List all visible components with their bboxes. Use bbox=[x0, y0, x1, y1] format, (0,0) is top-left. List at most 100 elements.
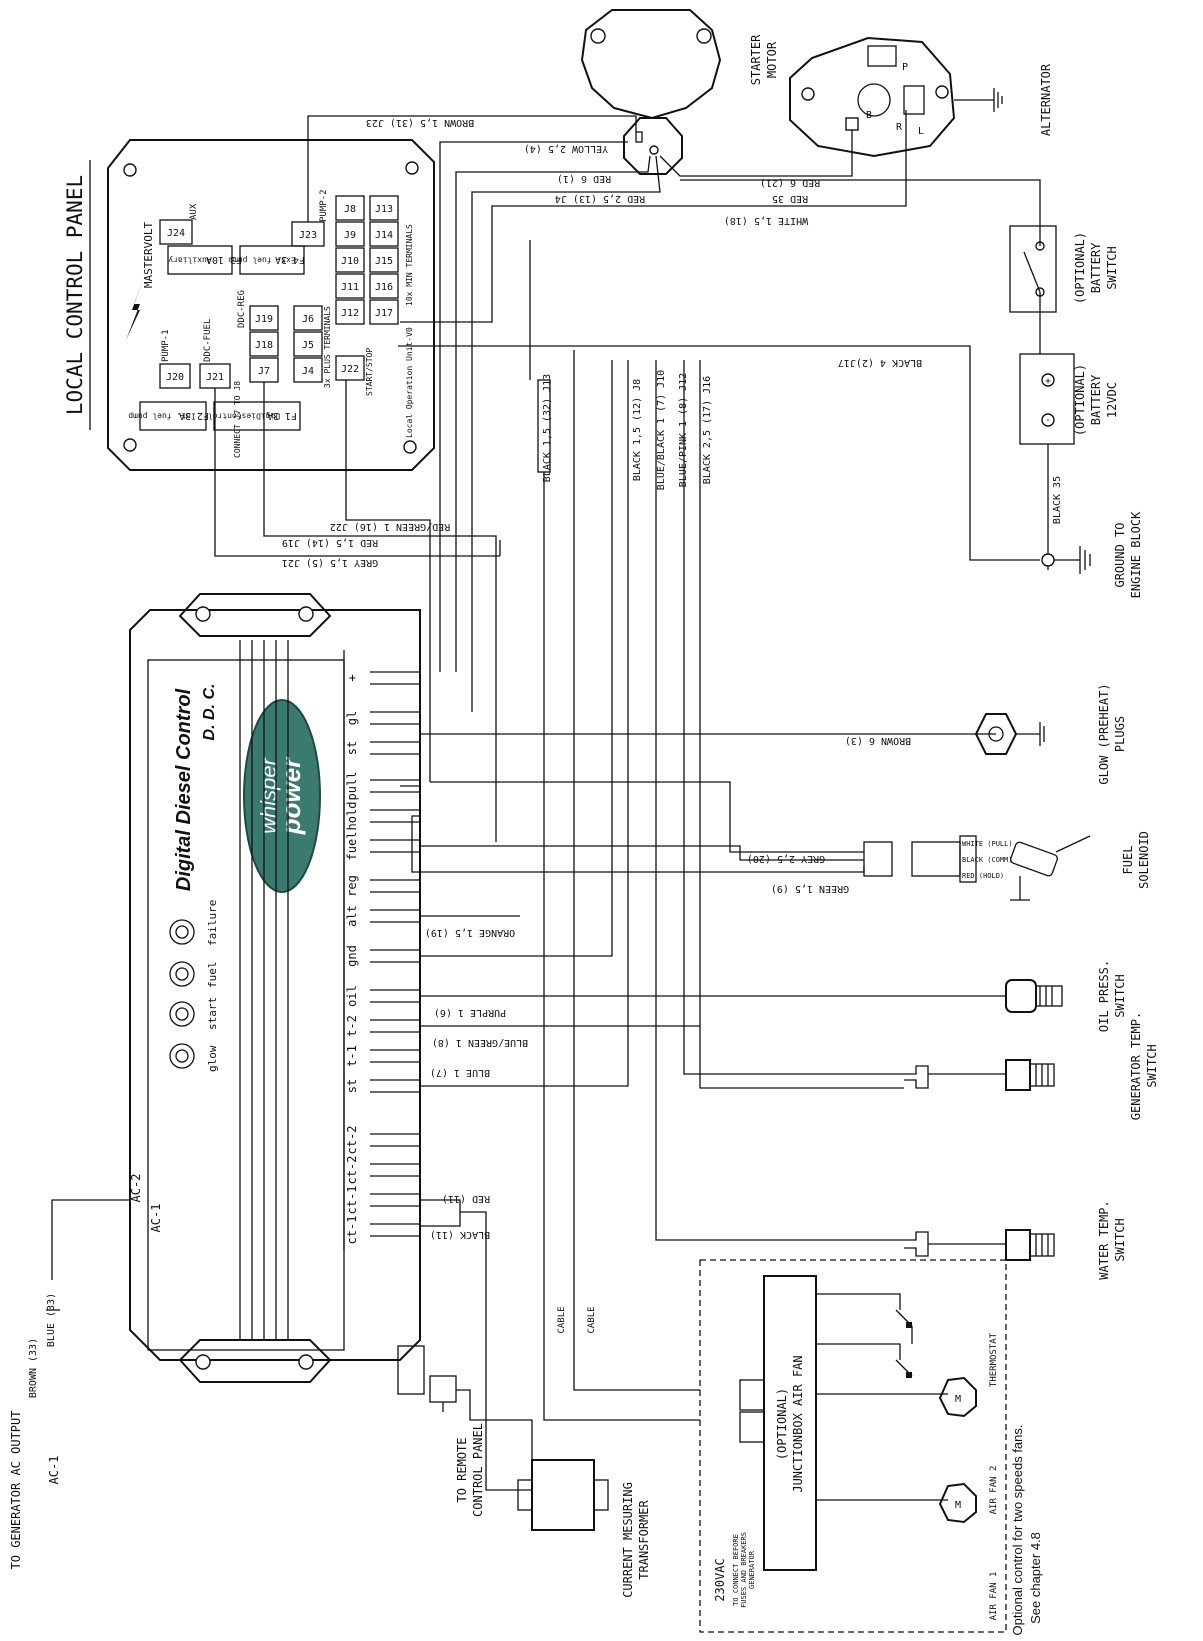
wire-label-black15-j8: BLACK 1,5 (12) J8 bbox=[632, 379, 643, 481]
svg-text:failure: failure bbox=[206, 900, 219, 946]
svg-text:J15: J15 bbox=[375, 256, 393, 267]
fuse-f1-desc: DigiDiesControl bbox=[208, 412, 280, 421]
ac-brown-label: BROWN (33) bbox=[28, 1338, 39, 1398]
connector-j17: J17 bbox=[369, 299, 399, 325]
mount-hole-icon bbox=[123, 163, 137, 177]
optional-air-fan-box: (OPTIONAL) JUNCTIONBOX AIR FAN M M AIR F… bbox=[699, 1259, 1007, 1633]
svg-text:alt: alt bbox=[345, 905, 359, 927]
wire-label-redgreen-j22: RED/GREEN 1 (16) J22 bbox=[330, 521, 450, 532]
wire-label-orange: ORANGE 1,5 (19) bbox=[425, 927, 515, 938]
wire-label-purple: PURPLE 1 (6) bbox=[434, 1007, 506, 1018]
alternator-label: ALTERNATOR bbox=[1039, 63, 1053, 136]
mount-hole-icon bbox=[195, 606, 211, 622]
battery-switch-label-2: BATTERY bbox=[1089, 242, 1103, 293]
ac1-term: AC-1 bbox=[149, 1204, 163, 1233]
svg-text:J16: J16 bbox=[375, 282, 393, 293]
whisper-power-logo-icon bbox=[243, 699, 321, 893]
battery-switch-label-1: (OPTIONAL) bbox=[1073, 232, 1087, 304]
local-operation-unit-label: Local Operation Unit-V0 bbox=[405, 327, 414, 438]
optional-note-2: See chapter 4.8 bbox=[1028, 1532, 1043, 1624]
fuel-solenoid: WHITE (PULL) BLACK (COMM) RED (HOLD) FUE… bbox=[400, 781, 1151, 901]
terminal-gnd: gnd bbox=[345, 945, 420, 967]
ac2-term: AC-2 bbox=[129, 1174, 143, 1203]
svg-text:J13: J13 bbox=[375, 204, 393, 215]
wire-label-red6-1: RED 6 (1) bbox=[557, 173, 611, 184]
optional-note-1: Optional control for two speeds fans. bbox=[1010, 1424, 1025, 1635]
remote-label-2: CONTROL PANEL bbox=[471, 1423, 485, 1517]
mount-hole-icon bbox=[298, 606, 314, 622]
wiring-mid bbox=[214, 240, 904, 1421]
ct-coil-icon bbox=[531, 1459, 595, 1531]
wire-label-black4-j17: BLACK 4 (2)J17 bbox=[838, 357, 922, 368]
svg-text:J8: J8 bbox=[344, 204, 356, 215]
svg-text:J6: J6 bbox=[302, 314, 314, 325]
connector-j21: J21 bbox=[199, 363, 231, 389]
remote-connector-icon bbox=[429, 1375, 457, 1403]
start-stop-label: START/STOP bbox=[365, 348, 374, 396]
connector-j16: J16 bbox=[369, 273, 399, 299]
connect-note-3: GENERATOR bbox=[748, 1550, 756, 1589]
svg-text:J22: J22 bbox=[341, 364, 359, 375]
wiring-top bbox=[307, 110, 1049, 712]
power-230-label: 230VAC bbox=[713, 1558, 727, 1601]
connector-j20: J20 bbox=[159, 363, 191, 389]
svg-text:J9: J9 bbox=[344, 230, 356, 241]
water-temp-label-1: WATER TEMP. bbox=[1097, 1200, 1111, 1279]
ddc-fuel-label: DDC-FUEL bbox=[203, 319, 213, 362]
ac-output-label: TO GENERATOR AC OUTPUT bbox=[9, 1411, 23, 1570]
ground-label-2: ENGINE BLOCK bbox=[1129, 511, 1143, 598]
starter-motor: STARTER MOTOR bbox=[580, 9, 779, 175]
terminal-hold: hold bbox=[345, 802, 420, 830]
lamp-start: start bbox=[169, 997, 219, 1030]
terminal-pull: pull bbox=[345, 772, 420, 801]
svg-text:J12: J12 bbox=[341, 308, 359, 319]
wire-label-red6-21: RED 6 (21) bbox=[760, 177, 820, 188]
connector-j4: J4 bbox=[293, 357, 323, 383]
connector-j22: J22 bbox=[335, 355, 365, 381]
battery: + - (OPTIONAL) BATTERY 12VDC bbox=[1019, 353, 1119, 445]
mount-hole-icon bbox=[298, 1354, 314, 1370]
generator-temp-switch: GENERATOR TEMP. SWITCH bbox=[420, 1012, 1159, 1120]
wire-label-black11: BLACK (11) bbox=[430, 1229, 490, 1240]
terminal-oil: oil bbox=[345, 985, 420, 1007]
terminal-t1: t-1 bbox=[345, 1045, 420, 1067]
brand-whisper: whisper bbox=[256, 756, 281, 833]
battery-switch: (OPTIONAL) BATTERY SWITCH bbox=[1009, 225, 1119, 313]
motor-label: MOTOR bbox=[765, 41, 779, 78]
sol-black-label: BLACK (COMM) bbox=[962, 856, 1013, 864]
svg-text:pull: pull bbox=[345, 772, 359, 801]
water-temp-label-2: SWITCH bbox=[1113, 1218, 1127, 1261]
fuse-f1-label: F1 3A bbox=[267, 410, 297, 421]
ddc-subtitle: D. D. C. bbox=[201, 684, 218, 741]
fuse-f4-label: F4 3A bbox=[275, 254, 305, 265]
pump2-label: PUMP-2 bbox=[319, 189, 329, 222]
connector-j10: J10 bbox=[335, 247, 365, 273]
local-operation-unit: MASTERVOLT F3 10A Auxiliary F4 3A Ext. f… bbox=[107, 139, 435, 471]
mount-hole-icon bbox=[590, 28, 606, 44]
battery-label-3: 12VDC bbox=[1105, 382, 1119, 418]
pump1-label: PUMP-1 bbox=[161, 329, 171, 362]
b-terminal-icon bbox=[845, 117, 859, 131]
wire-label-blue: BLUE 1 (7) bbox=[430, 1067, 490, 1078]
svg-text:t-2: t-2 bbox=[345, 1015, 359, 1037]
svg-text:M: M bbox=[955, 1500, 961, 1511]
fuse-f4 bbox=[239, 245, 305, 275]
connector-j8: J8 bbox=[335, 195, 365, 221]
fuse-f2-desc: Int. fuel pump bbox=[128, 412, 196, 421]
svg-text:L: L bbox=[918, 126, 924, 137]
svg-text:start: start bbox=[206, 997, 219, 1030]
wire-label-red35: RED 35 bbox=[772, 193, 808, 204]
wire-label-red15-j19: RED 1,5 (14) J19 bbox=[282, 537, 378, 548]
fuse-f2 bbox=[139, 401, 207, 431]
current-transformer-wiring: TO REMOTE CONTROL PANEL CURRENT MESURING… bbox=[420, 1199, 651, 1598]
glow-label-1: GLOW (PREHEAT) bbox=[1097, 683, 1111, 784]
svg-text:fuel: fuel bbox=[345, 832, 359, 861]
gen-temp-label-1: GENERATOR TEMP. bbox=[1129, 1012, 1143, 1120]
svg-text:J23: J23 bbox=[299, 230, 317, 241]
connector-j9: J9 bbox=[335, 221, 365, 247]
sol-white-label: WHITE (PULL) bbox=[962, 840, 1013, 848]
fuse-f4-desc: Ext. fuel pump bbox=[228, 256, 296, 265]
wire-label-bluepink-j12: BLUE/PINK 1 (8) J12 bbox=[678, 373, 689, 487]
starter-label: STARTER bbox=[749, 34, 763, 85]
ct-label-2: TRANSFORMER bbox=[637, 1499, 651, 1579]
